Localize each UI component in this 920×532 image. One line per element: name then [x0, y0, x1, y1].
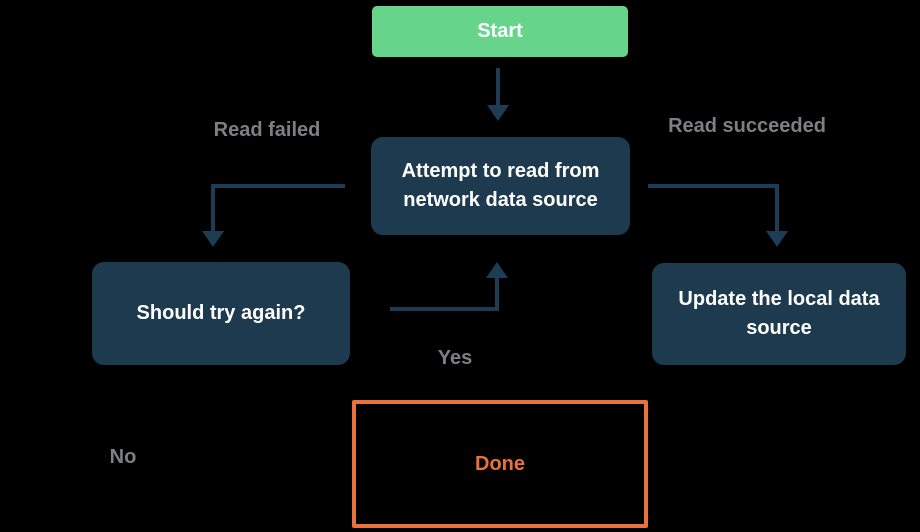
node-update-local-data: Update the local data source: [652, 263, 906, 365]
arrowhead-down-icon: [202, 231, 224, 247]
arrowhead-up-icon: [486, 262, 508, 278]
node-attempt-read: Attempt to read from network data source: [371, 137, 630, 235]
node-should-try-again-label: Should try again?: [136, 302, 306, 324]
edge-attempt-to-update: [648, 184, 788, 247]
node-start: Start: [372, 6, 628, 57]
edge-label-read-failed: Read failed: [213, 119, 321, 141]
node-done-label: Done: [475, 452, 525, 475]
node-done: Done: [352, 400, 648, 528]
node-attempt-read-label: Attempt to read from network data source: [401, 160, 600, 211]
edge-label-yes: Yes: [437, 347, 473, 369]
arrowhead-down-icon: [766, 231, 788, 247]
node-start-label: Start: [477, 20, 523, 42]
edge-attempt-to-should-try: [202, 184, 345, 247]
node-should-try-again: Should try again?: [92, 262, 350, 365]
edge-label-read-succeeded: Read succeeded: [668, 115, 826, 137]
edge-should-try-to-attempt: [390, 262, 508, 311]
node-update-local-data-label: Update the local data source: [678, 288, 880, 339]
edge-label-no: No: [109, 446, 137, 468]
arrowhead-down-icon: [487, 105, 509, 121]
edge-start-to-attempt: [487, 68, 509, 121]
